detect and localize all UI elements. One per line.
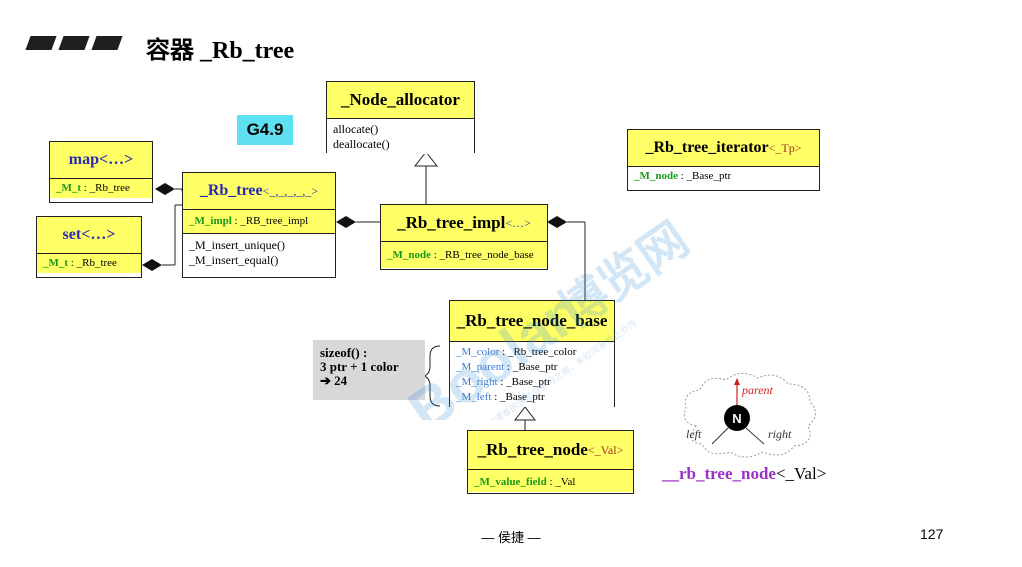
class-template: <_,_,_,_,_> bbox=[262, 183, 319, 198]
field-type: : _RB_tree_node_base bbox=[431, 249, 534, 261]
field-name: _M_color bbox=[456, 346, 500, 358]
field-row: _M_color : _Rb_tree_color bbox=[456, 345, 608, 360]
field-name: _M_node bbox=[387, 249, 431, 261]
class-title-row: _Rb_tree_impl<…> bbox=[381, 205, 547, 242]
field-type: : _Base_ptr bbox=[497, 376, 551, 388]
sizeof-line3-row: ➔ 24 bbox=[320, 374, 425, 388]
rb-tree-node-label: __rb_tree_node<_Val> bbox=[662, 464, 826, 484]
field-name: _M_node bbox=[634, 170, 678, 182]
set-class: set<…> _M_t : _Rb_tree bbox=[36, 216, 142, 278]
class-title: _Rb_tree_iterator bbox=[645, 139, 769, 156]
sizeof-line3: 24 bbox=[334, 373, 348, 388]
sizeof-line2: 3 ptr + 1 color bbox=[320, 359, 399, 374]
field-type: : _RB_tree_impl bbox=[231, 215, 309, 227]
parent-label: parent bbox=[741, 383, 774, 397]
cloud-shape bbox=[683, 373, 816, 458]
field-row: _M_parent : _Base_ptr bbox=[456, 360, 608, 375]
sizeof-note: sizeof() : 3 ptr + 1 color ➔ 24 bbox=[313, 340, 425, 400]
version-badge: G4.9 bbox=[237, 115, 293, 145]
field-name: _M_right bbox=[456, 376, 498, 388]
class-title: _Rb_tree_node bbox=[477, 440, 588, 459]
node-label-template: <_Val> bbox=[775, 464, 827, 483]
class-title: _Node_allocator bbox=[327, 82, 474, 119]
field-type: : _Val bbox=[546, 476, 576, 488]
field-type: : _Rb_tree bbox=[81, 182, 130, 194]
rb-tree-impl-class: _Rb_tree_impl<…> _M_node : _RB_tree_node… bbox=[380, 204, 548, 270]
rb-tree-node-class: _Rb_tree_node<_Val> _M_value_field : _Va… bbox=[467, 430, 634, 494]
left-label: left bbox=[686, 427, 702, 441]
field-name: _M_value_field bbox=[474, 476, 547, 488]
class-title: _Rb_tree_impl bbox=[397, 213, 506, 232]
class-template: <_Tp> bbox=[768, 140, 802, 155]
right-label: right bbox=[768, 427, 792, 441]
page-number: 127 bbox=[920, 526, 944, 542]
field-row: _M_left : _Base_ptr bbox=[456, 390, 608, 405]
node-letter: N bbox=[732, 411, 741, 426]
class-title: set<…> bbox=[37, 217, 141, 254]
map-class: map<…> _M_t : _Rb_tree bbox=[49, 141, 153, 203]
node-circle bbox=[724, 405, 750, 431]
node-cloud-diagram: N parent left right bbox=[683, 373, 816, 458]
method-insert-equal: _M_insert_equal() bbox=[189, 253, 279, 267]
class-title: _Rb_tree_node_base bbox=[450, 301, 614, 342]
field-type: : _Base_ptr bbox=[678, 170, 732, 182]
field-name: _M_t bbox=[43, 257, 69, 269]
field-name: _M_t bbox=[56, 182, 82, 194]
method-insert-unique: _M_insert_unique() bbox=[189, 238, 285, 252]
field-name: _M_parent bbox=[456, 361, 505, 373]
field-type: : _Rb_tree_color bbox=[499, 346, 577, 358]
class-title-row: _Rb_tree<_,_,_,_,_> bbox=[183, 173, 335, 210]
rb-tree-class: _Rb_tree<_,_,_,_,_> _M_impl : _RB_tree_i… bbox=[182, 172, 336, 278]
rb-tree-node-base-class: _Rb_tree_node_base _M_color : _Rb_tree_c… bbox=[449, 300, 615, 407]
class-template: <_Val> bbox=[587, 442, 624, 457]
node-allocator-class: _Node_allocator allocate() deallocate() bbox=[326, 81, 475, 154]
sizeof-line1: sizeof() : bbox=[320, 345, 368, 360]
method-allocate: allocate() bbox=[333, 122, 379, 136]
class-title: map<…> bbox=[50, 142, 152, 179]
field-type: : _Base_ptr bbox=[491, 391, 545, 403]
field-type: : _Rb_tree bbox=[68, 257, 117, 269]
field-type: : _Base_ptr bbox=[504, 361, 558, 373]
slide-footer: — 侯捷 — bbox=[481, 530, 541, 545]
method-deallocate: deallocate() bbox=[333, 137, 390, 151]
arrow-right-icon: ➔ bbox=[320, 373, 335, 388]
class-title-row: _Rb_tree_node<_Val> bbox=[468, 431, 633, 470]
rb-tree-iterator-class: _Rb_tree_iterator<_Tp> _M_node : _Base_p… bbox=[627, 129, 820, 191]
field-row: _M_right : _Base_ptr bbox=[456, 375, 608, 390]
field-name: _M_impl bbox=[189, 215, 232, 227]
slide-title: 容器 _Rb_tree bbox=[146, 38, 295, 64]
node-label-name: __rb_tree_node bbox=[662, 464, 776, 483]
field-name: _M_left bbox=[456, 391, 492, 403]
class-template: <…> bbox=[505, 215, 531, 230]
class-title: _Rb_tree bbox=[199, 182, 263, 199]
class-title-row: _Rb_tree_iterator<_Tp> bbox=[628, 130, 819, 167]
